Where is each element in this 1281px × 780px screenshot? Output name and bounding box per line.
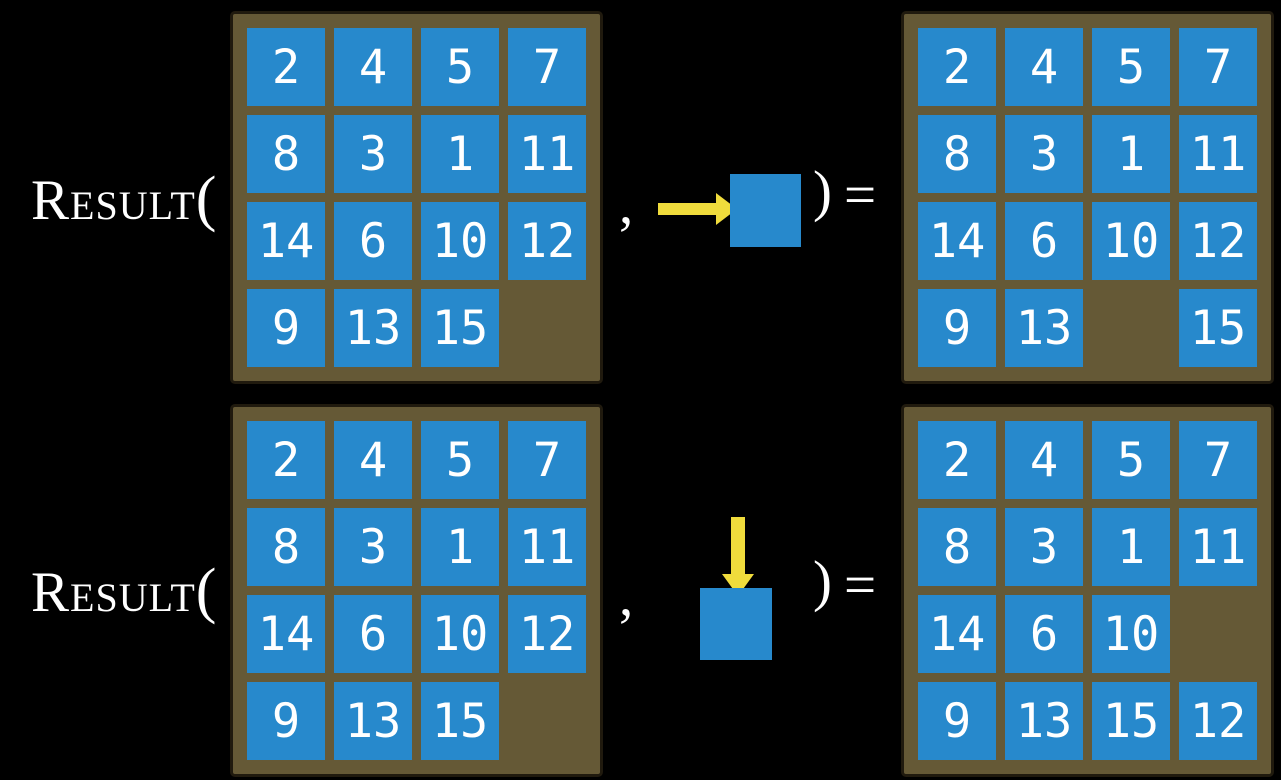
puzzle-tile: 15 <box>1092 682 1170 760</box>
puzzle-tile: 11 <box>508 115 586 193</box>
action-tile <box>730 174 801 247</box>
function-name: Result <box>31 169 196 232</box>
puzzle-tile: 12 <box>508 202 586 280</box>
puzzle-tile: 1 <box>421 508 499 586</box>
action-tile <box>700 588 772 660</box>
puzzle-tile: 4 <box>334 421 412 499</box>
puzzle-tile: 10 <box>1092 202 1170 280</box>
puzzle-tile: 11 <box>1179 508 1257 586</box>
function-name: Result <box>31 561 196 624</box>
puzzle-tile: 8 <box>918 508 996 586</box>
puzzle-tile: 3 <box>334 508 412 586</box>
comma-separator: , <box>619 173 634 236</box>
puzzle-tile: 10 <box>1092 595 1170 673</box>
puzzle-tile: 13 <box>1005 682 1083 760</box>
puzzle-tile: 9 <box>247 289 325 367</box>
puzzle-tile: 6 <box>1005 595 1083 673</box>
puzzle-tile: 12 <box>1179 202 1257 280</box>
puzzle-tile: 13 <box>1005 289 1083 367</box>
puzzle-tile: 6 <box>334 595 412 673</box>
comma-separator: , <box>619 565 634 628</box>
puzzle-tile: 14 <box>918 202 996 280</box>
arrow-down-icon <box>722 517 754 596</box>
puzzle-tile: 7 <box>508 28 586 106</box>
puzzle-tile: 10 <box>421 595 499 673</box>
puzzle-tile: 12 <box>508 595 586 673</box>
puzzle-tile: 9 <box>247 682 325 760</box>
puzzle-tile: 14 <box>918 595 996 673</box>
puzzle-tile: 15 <box>421 289 499 367</box>
puzzle-tile: 14 <box>247 595 325 673</box>
puzzle-tile: 10 <box>421 202 499 280</box>
open-paren: ( <box>195 165 217 233</box>
blank-cell <box>508 289 586 367</box>
function-label: Result( <box>31 168 216 230</box>
puzzle-tile: 13 <box>334 289 412 367</box>
puzzle-tile: 6 <box>1005 202 1083 280</box>
puzzle-tile: 2 <box>247 421 325 499</box>
puzzle-tile: 12 <box>1179 682 1257 760</box>
puzzle-tile: 5 <box>421 421 499 499</box>
equals-sign: = <box>844 164 877 227</box>
puzzle-tile: 4 <box>1005 28 1083 106</box>
puzzle-tile: 2 <box>918 421 996 499</box>
puzzle-tile: 9 <box>918 682 996 760</box>
puzzle-tile: 2 <box>918 28 996 106</box>
puzzle-tile: 3 <box>334 115 412 193</box>
puzzle-tile: 15 <box>421 682 499 760</box>
puzzle-tile: 5 <box>1092 421 1170 499</box>
blank-cell <box>1092 289 1170 367</box>
puzzle-tile: 5 <box>421 28 499 106</box>
puzzle-tile: 14 <box>247 202 325 280</box>
puzzle-tile: 1 <box>421 115 499 193</box>
puzzle-tile: 11 <box>508 508 586 586</box>
puzzle-tile: 15 <box>1179 289 1257 367</box>
puzzle-tile: 3 <box>1005 508 1083 586</box>
puzzle-tile: 7 <box>1179 28 1257 106</box>
equals-sign: = <box>844 554 877 617</box>
arrow-right-icon <box>658 193 737 225</box>
close-paren: ) <box>813 160 832 223</box>
open-paren: ( <box>195 557 217 625</box>
puzzle-tile: 5 <box>1092 28 1170 106</box>
puzzle-tile: 9 <box>918 289 996 367</box>
close-paren: ) <box>813 550 832 613</box>
puzzle-tile: 8 <box>247 508 325 586</box>
puzzle-tile: 4 <box>334 28 412 106</box>
puzzle-tile: 13 <box>334 682 412 760</box>
puzzle-tile: 8 <box>918 115 996 193</box>
blank-cell <box>508 682 586 760</box>
puzzle-tile: 2 <box>247 28 325 106</box>
puzzle-tile: 6 <box>334 202 412 280</box>
blank-cell <box>1179 595 1257 673</box>
puzzle-tile: 1 <box>1092 115 1170 193</box>
function-label: Result( <box>31 560 216 622</box>
puzzle-tile: 3 <box>1005 115 1083 193</box>
puzzle-tile: 11 <box>1179 115 1257 193</box>
puzzle-tile: 4 <box>1005 421 1083 499</box>
puzzle-tile: 8 <box>247 115 325 193</box>
puzzle-tile: 7 <box>1179 421 1257 499</box>
puzzle-tile: 7 <box>508 421 586 499</box>
puzzle-tile: 1 <box>1092 508 1170 586</box>
